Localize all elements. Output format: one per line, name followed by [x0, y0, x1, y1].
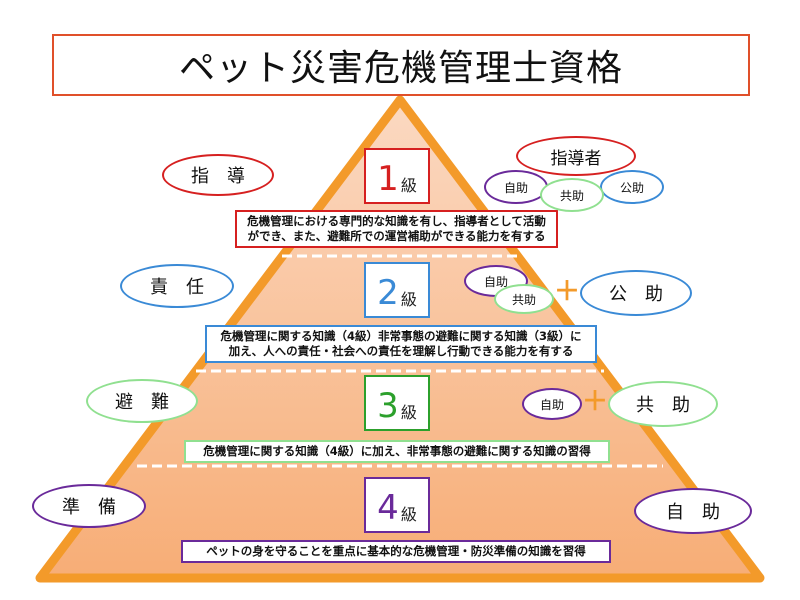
- desc-line: ペットの身を守ることを重点に基本的な危機管理・防災準備の知識を習得: [206, 544, 586, 558]
- self-help-oval: 自助: [522, 388, 582, 420]
- desc-line: 加え、人への責任・社会への責任を理解し行動できる能力を有する: [228, 344, 574, 358]
- plus-icon: ＋: [582, 387, 609, 417]
- desc-line: ができ、また、避難所での運営補助ができる能力を有する: [247, 229, 546, 243]
- public-help-oval: 公 助: [580, 270, 692, 316]
- level-2-description: 危機管理に関する知識（4級）非常事態の避難に関する知識（3級）に加え、人への責任…: [205, 325, 597, 363]
- self-help-oval: 自助: [484, 170, 548, 204]
- self-help-oval: 自 助: [634, 488, 752, 534]
- level-number: 1: [377, 159, 399, 199]
- public-help-oval: 公助: [600, 170, 664, 204]
- level-unit: 級: [400, 403, 417, 422]
- mutual-help-oval: 共助: [540, 178, 604, 212]
- desc-line: 危機管理に関する知識（4級）に加え、非常事態の避難に関する知識の習得: [203, 444, 591, 458]
- level-number: 3: [377, 386, 399, 426]
- desc-line: 危機管理に関する知識（4級）非常事態の避難に関する知識（3級）に: [220, 329, 582, 343]
- level-unit: 級: [400, 176, 417, 195]
- level-unit: 級: [400, 290, 417, 309]
- leader-oval: 指導者: [516, 136, 636, 176]
- role-oval-guidance: 指 導: [162, 154, 274, 196]
- plus-icon: ＋: [554, 277, 581, 307]
- role-oval-responsibility: 責 任: [120, 264, 234, 308]
- role-oval-evacuation: 避 難: [86, 379, 198, 423]
- level-number: 4: [377, 488, 399, 528]
- desc-line: 危機管理における専門的な知識を有し、指導者として活動: [247, 214, 546, 228]
- level-unit: 級: [400, 505, 417, 524]
- level-3-description: 危機管理に関する知識（4級）に加え、非常事態の避難に関する知識の習得: [184, 440, 610, 463]
- level-1-description: 危機管理における専門的な知識を有し、指導者として活動ができ、また、避難所での運営…: [235, 210, 558, 248]
- level-4-description: ペットの身を守ることを重点に基本的な危機管理・防災準備の知識を習得: [181, 540, 611, 563]
- mutual-help-oval: 共 助: [608, 381, 718, 427]
- mutual-help-oval: 共助: [494, 284, 554, 314]
- level-number: 2: [377, 273, 399, 313]
- role-oval-preparation: 準 備: [32, 484, 146, 528]
- page-title: ペット災害危機管理士資格: [52, 34, 750, 96]
